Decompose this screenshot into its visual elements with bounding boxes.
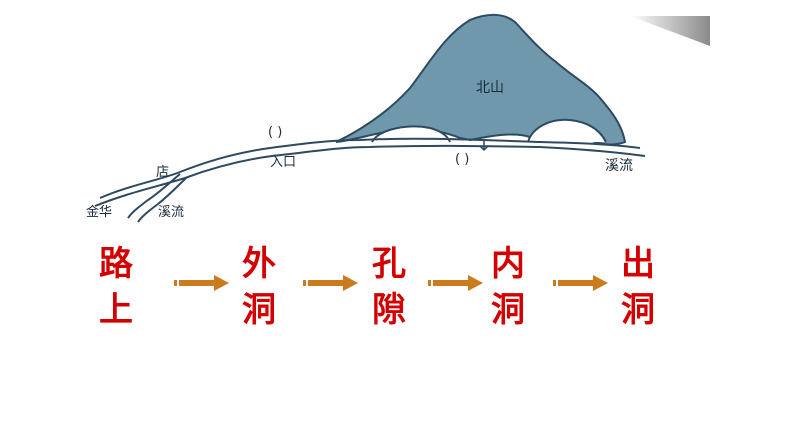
shop-label: 店 bbox=[156, 165, 169, 180]
route-step-gap-char1: 孔 bbox=[372, 244, 406, 284]
cave-bump-right bbox=[527, 118, 607, 143]
corner-texture-decoration bbox=[630, 16, 710, 46]
stream-branch bbox=[127, 173, 181, 219]
right-arrow-icon bbox=[303, 275, 358, 291]
route-step-outer-cave-char1: 外 bbox=[242, 244, 276, 284]
blank-left-label: ( ) bbox=[268, 125, 282, 140]
cave-gap-mark bbox=[479, 140, 489, 152]
stream-branch-2 bbox=[137, 177, 187, 223]
route-step-outer-cave: 外 洞 bbox=[239, 241, 279, 333]
north-mountain-shape bbox=[335, 14, 627, 146]
route-step-gap-char2: 隙 bbox=[372, 290, 406, 330]
stream-line-bottom bbox=[94, 144, 646, 207]
route-step-road-char1: 路 bbox=[99, 244, 133, 284]
route-step-exit-char1: 出 bbox=[621, 244, 655, 284]
route-step-gap: 孔 隙 bbox=[369, 241, 409, 333]
route-step-inner-cave-char1: 内 bbox=[491, 244, 525, 284]
entrance-label: 入口 bbox=[270, 155, 296, 170]
route-step-outer-cave-char2: 洞 bbox=[242, 290, 276, 330]
route-step-road-char2: 上 bbox=[99, 290, 133, 330]
route-step-exit-char2: 洞 bbox=[621, 290, 655, 330]
stream-label-left: 溪流 bbox=[158, 205, 184, 220]
route-step-road: 路 上 bbox=[96, 241, 136, 333]
stream-line-top bbox=[99, 137, 641, 199]
blank-middle-label: ( ) bbox=[455, 152, 469, 167]
route-step-exit: 出 洞 bbox=[618, 241, 658, 333]
jinhua-label: 金华 bbox=[86, 204, 112, 220]
right-arrow-icon bbox=[174, 275, 229, 291]
right-arrow-icon bbox=[428, 275, 483, 291]
mountain-label: 北山 bbox=[476, 80, 504, 96]
route-step-inner-cave: 内 洞 bbox=[488, 241, 528, 333]
route-step-inner-cave-char2: 洞 bbox=[491, 290, 525, 330]
stream-label-right: 溪流 bbox=[605, 158, 633, 174]
right-arrow-icon bbox=[553, 275, 608, 291]
